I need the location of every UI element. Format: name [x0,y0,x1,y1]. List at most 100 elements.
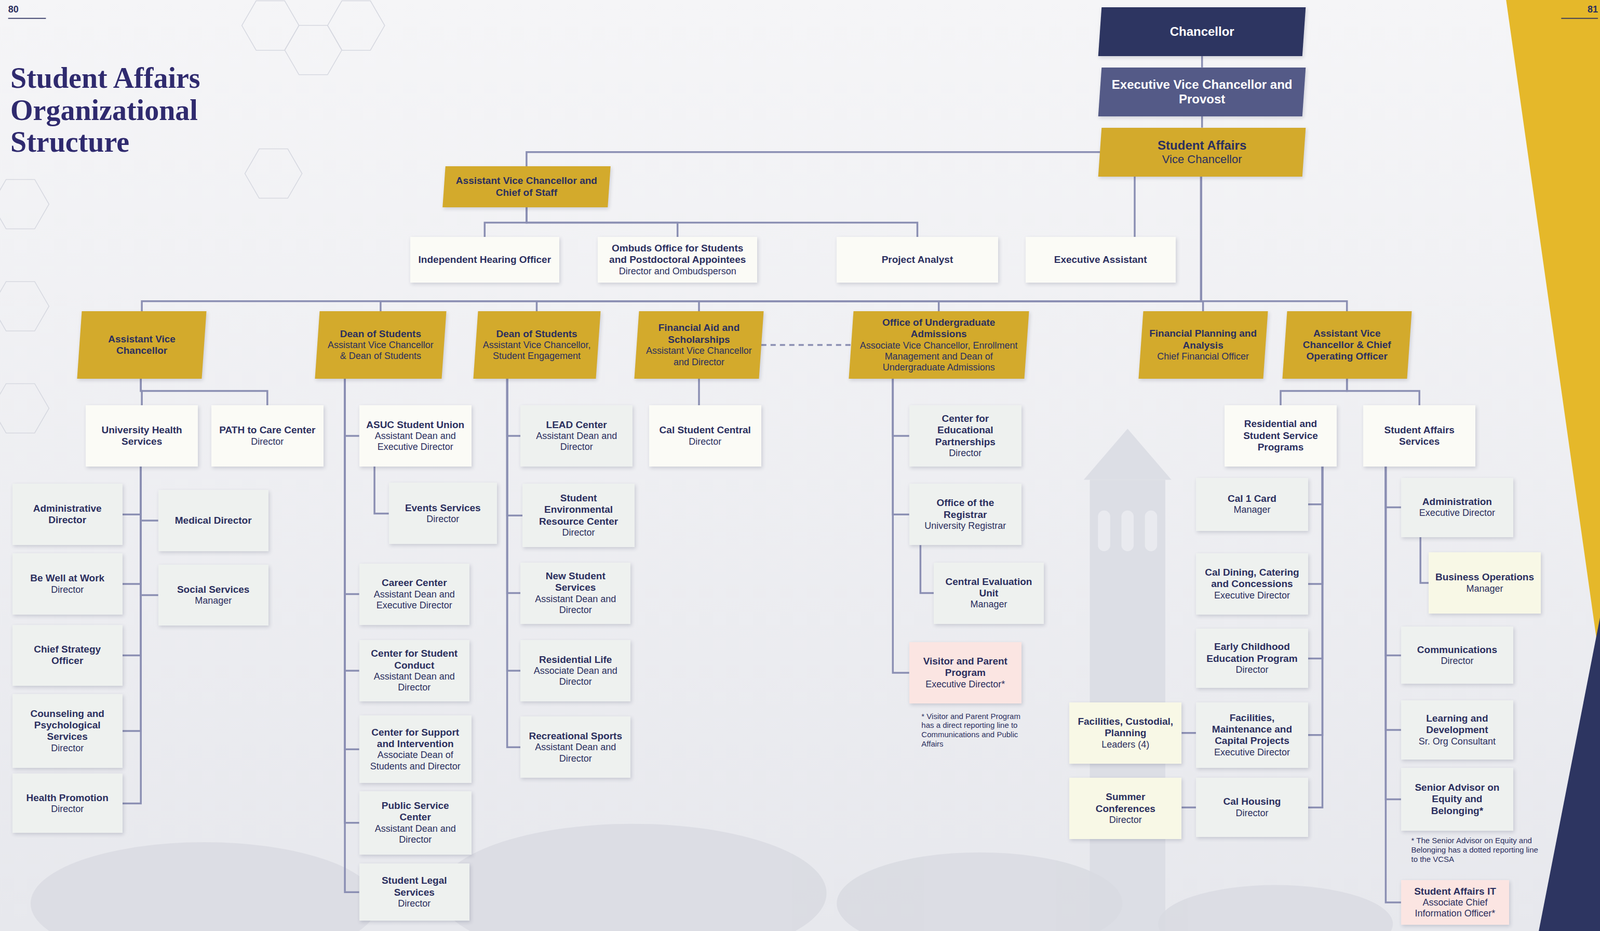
org-box: University Health Services [85,405,198,467]
box-fill [1428,552,1541,614]
connector [1308,466,1323,808]
box-title: Facilities, Custodial, Planning [1075,715,1176,739]
box-subtitle: Director [397,897,431,909]
org-box: Student Legal ServicesDirector [359,863,470,921]
org-box: Executive Vice Chancellor and Provost [1099,67,1304,117]
box-title: Business Operations [1435,571,1535,583]
footnote: * Visitor and Parent Program has a direc… [921,711,1024,749]
org-box: Residential and Student Service Programs [1224,405,1337,467]
tree [836,852,1123,931]
box-fill [158,564,269,626]
page-number: 81 [1561,4,1598,16]
org-box: Early Childhood Education ProgramDirecto… [1195,628,1309,688]
box-title: Executive Assistant [1054,253,1148,266]
org-box: Independent Hearing Officer [410,236,560,283]
box-title: Cal 1 Card [1227,492,1277,505]
page-rule [1561,17,1598,19]
box-subtitle: Director [250,436,284,448]
box-subtitle: Director [50,803,84,815]
connector [140,466,158,521]
box-title: Residential and Student Service Programs [1230,418,1331,453]
box-title: Dean of Students [340,328,422,340]
box-title: Central Evaluation Unit [939,575,1038,600]
org-box: Ombuds Office for Students and Postdocto… [597,236,758,283]
org-box: Financial Planning and AnalysisChief Fin… [1140,311,1266,379]
box-subtitle: Sr. Org Consultant [1418,735,1496,747]
org-box: Facilities, Maintenance and Capital Proj… [1195,702,1309,768]
connector [122,466,141,731]
box-subtitle: Director [1109,814,1142,826]
box-title: Executive Vice Chancellor and Provost [1106,77,1298,107]
box-title: Student Affairs [1157,138,1247,153]
org-box: Central Evaluation UnitManager [933,562,1044,624]
box-title: Assistant Vice Chancellor & Chief Operat… [1291,327,1404,363]
org-box: Project Analyst [836,236,998,283]
connector [344,378,360,595]
org-box: Assistant Vice Chancellor [79,311,205,379]
page-rule [8,17,47,19]
box-title: Student Affairs IT [1414,885,1497,897]
box-title: Student Affairs Services [1369,424,1470,448]
org-box: AdministrationExecutive Director [1401,477,1514,537]
org-box: Financial Aid and ScholarshipsAssistant … [636,311,762,379]
box-title: Cal Dining, Catering and Concessions [1202,566,1302,590]
org-box: Visitor and Parent ProgramExecutive Dire… [909,641,1022,704]
connector [507,378,521,671]
org-box: Student Affairs ITAssociate Chief Inform… [1401,879,1510,925]
connector [892,378,909,515]
connector [344,378,360,823]
org-box: Dean of StudentsAssistant Vice Chancello… [475,311,599,379]
connector [1385,466,1401,508]
box-subtitle: Director [1235,807,1269,819]
org-box: Center for Student ConductAssistant Dean… [359,639,470,702]
box-title: Chancellor [1170,24,1235,39]
box-title: Independent Hearing Officer [418,253,551,266]
window [1145,509,1158,551]
chart-title: Student Affairs Organizational Structure [10,62,239,159]
box-title: Dean of Students [495,328,577,340]
org-box: Cal Dining, Catering and ConcessionsExec… [1195,553,1309,615]
box-subtitle: Executive Director* [925,678,1005,690]
box-title: Learning and Development [1407,712,1508,736]
box-subtitle: Director [1235,664,1269,676]
connector [698,176,1202,312]
box-title: Student Environmental Resource Center [528,492,629,528]
box-title: University Health Services [91,424,192,448]
box-subtitle: Assistant Vice Chancellor and Director [642,345,756,368]
box-subtitle: Associate Dean of Students and Director [365,749,466,772]
connector [507,378,521,436]
connector [484,207,527,237]
connector [1347,378,1420,406]
org-box: Assistant Vice Chancellor & Chief Operat… [1284,311,1410,379]
org-box: Counseling and Psychological ServicesDir… [12,693,123,768]
org-box: Be Well at WorkDirector [12,553,123,615]
window [1121,509,1134,551]
box-subtitle: University Registrar [924,520,1006,532]
trees [30,823,1393,931]
hexagon [0,383,49,433]
connector [1308,466,1323,505]
box-fill [211,405,324,467]
org-box: Assistant Vice Chancellor and Chief of S… [444,166,610,208]
tree [438,823,827,931]
connector [122,466,141,515]
box-subtitle: Assistant Vice Chancellor, Student Engag… [481,339,593,362]
box-subtitle: Director [562,527,596,539]
org-box: Center for Support and InterventionAssoc… [359,715,472,783]
box-title: Office of Undergraduate Admissions [857,316,1021,341]
connector [1133,176,1136,237]
box-title: Summer Conferences [1075,790,1176,815]
box-subtitle: Director [948,447,982,459]
org-box: Summer ConferencesDirector [1069,777,1182,839]
box-title: Health Promotion [26,791,109,804]
box-title: Facilities, Maintenance and Capital Proj… [1202,711,1302,747]
org-box: Student AffairsVice Chancellor [1099,127,1304,177]
connector [374,466,389,514]
tree [1158,884,1393,931]
org-box: ASUC Student UnionAssistant Dean and Exe… [359,405,472,467]
box-title: Administrative Director [18,502,117,527]
box-subtitle: Director [50,742,84,754]
footnote: * The Senior Advisor on Equity and Belon… [1410,835,1542,864]
box-title: Financial Planning and Analysis [1147,327,1260,352]
box-fill [388,482,497,544]
